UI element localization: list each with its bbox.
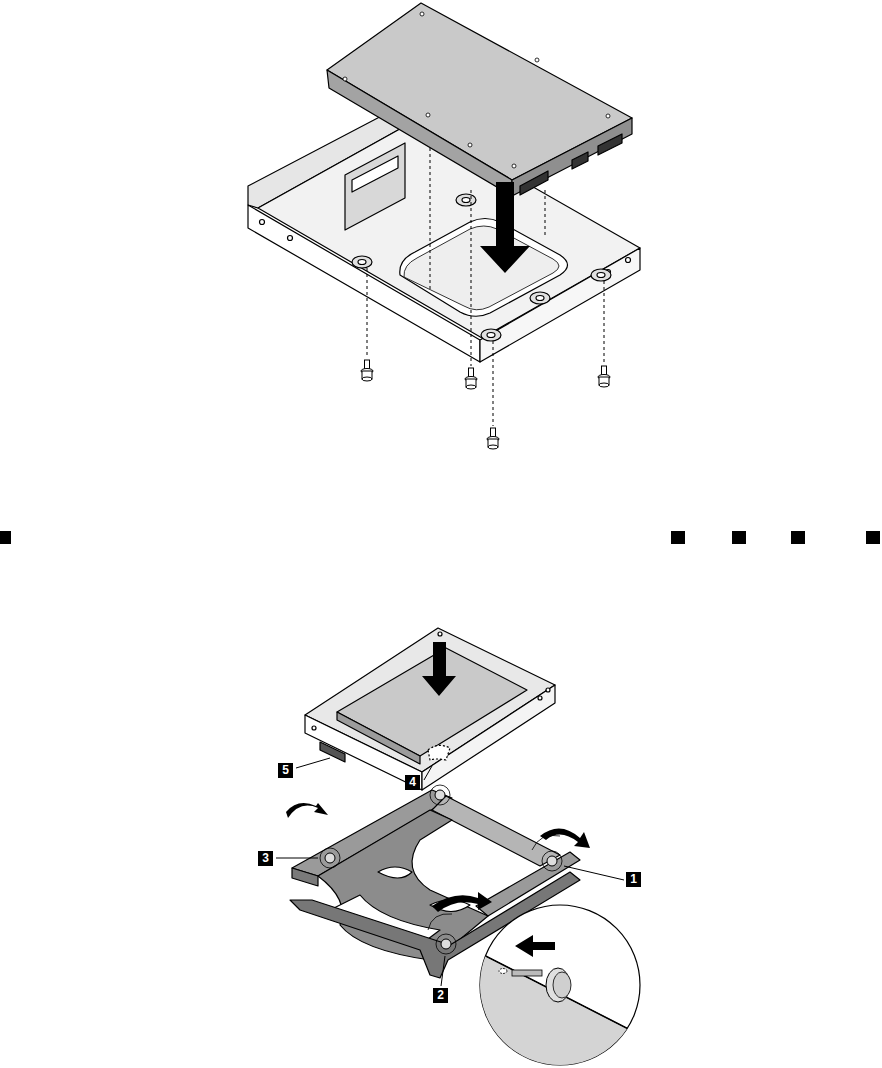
callout-number: 3 — [258, 851, 273, 866]
text-markers — [0, 531, 880, 544]
callout-number: 4 — [405, 775, 420, 790]
flex-arrows — [286, 803, 590, 912]
detail-magnifier — [470, 905, 650, 1068]
drive-tray — [290, 790, 580, 978]
callout-number: 2 — [433, 988, 448, 1003]
insert-arrow — [422, 642, 456, 696]
insert-arrow — [480, 182, 530, 273]
callout-number: 5 — [278, 763, 293, 778]
callout-number: 1 — [626, 872, 641, 887]
bracket-with-drive — [305, 628, 555, 790]
leader-lines — [276, 758, 624, 986]
storage-drive — [327, 3, 632, 196]
screws — [361, 360, 610, 449]
